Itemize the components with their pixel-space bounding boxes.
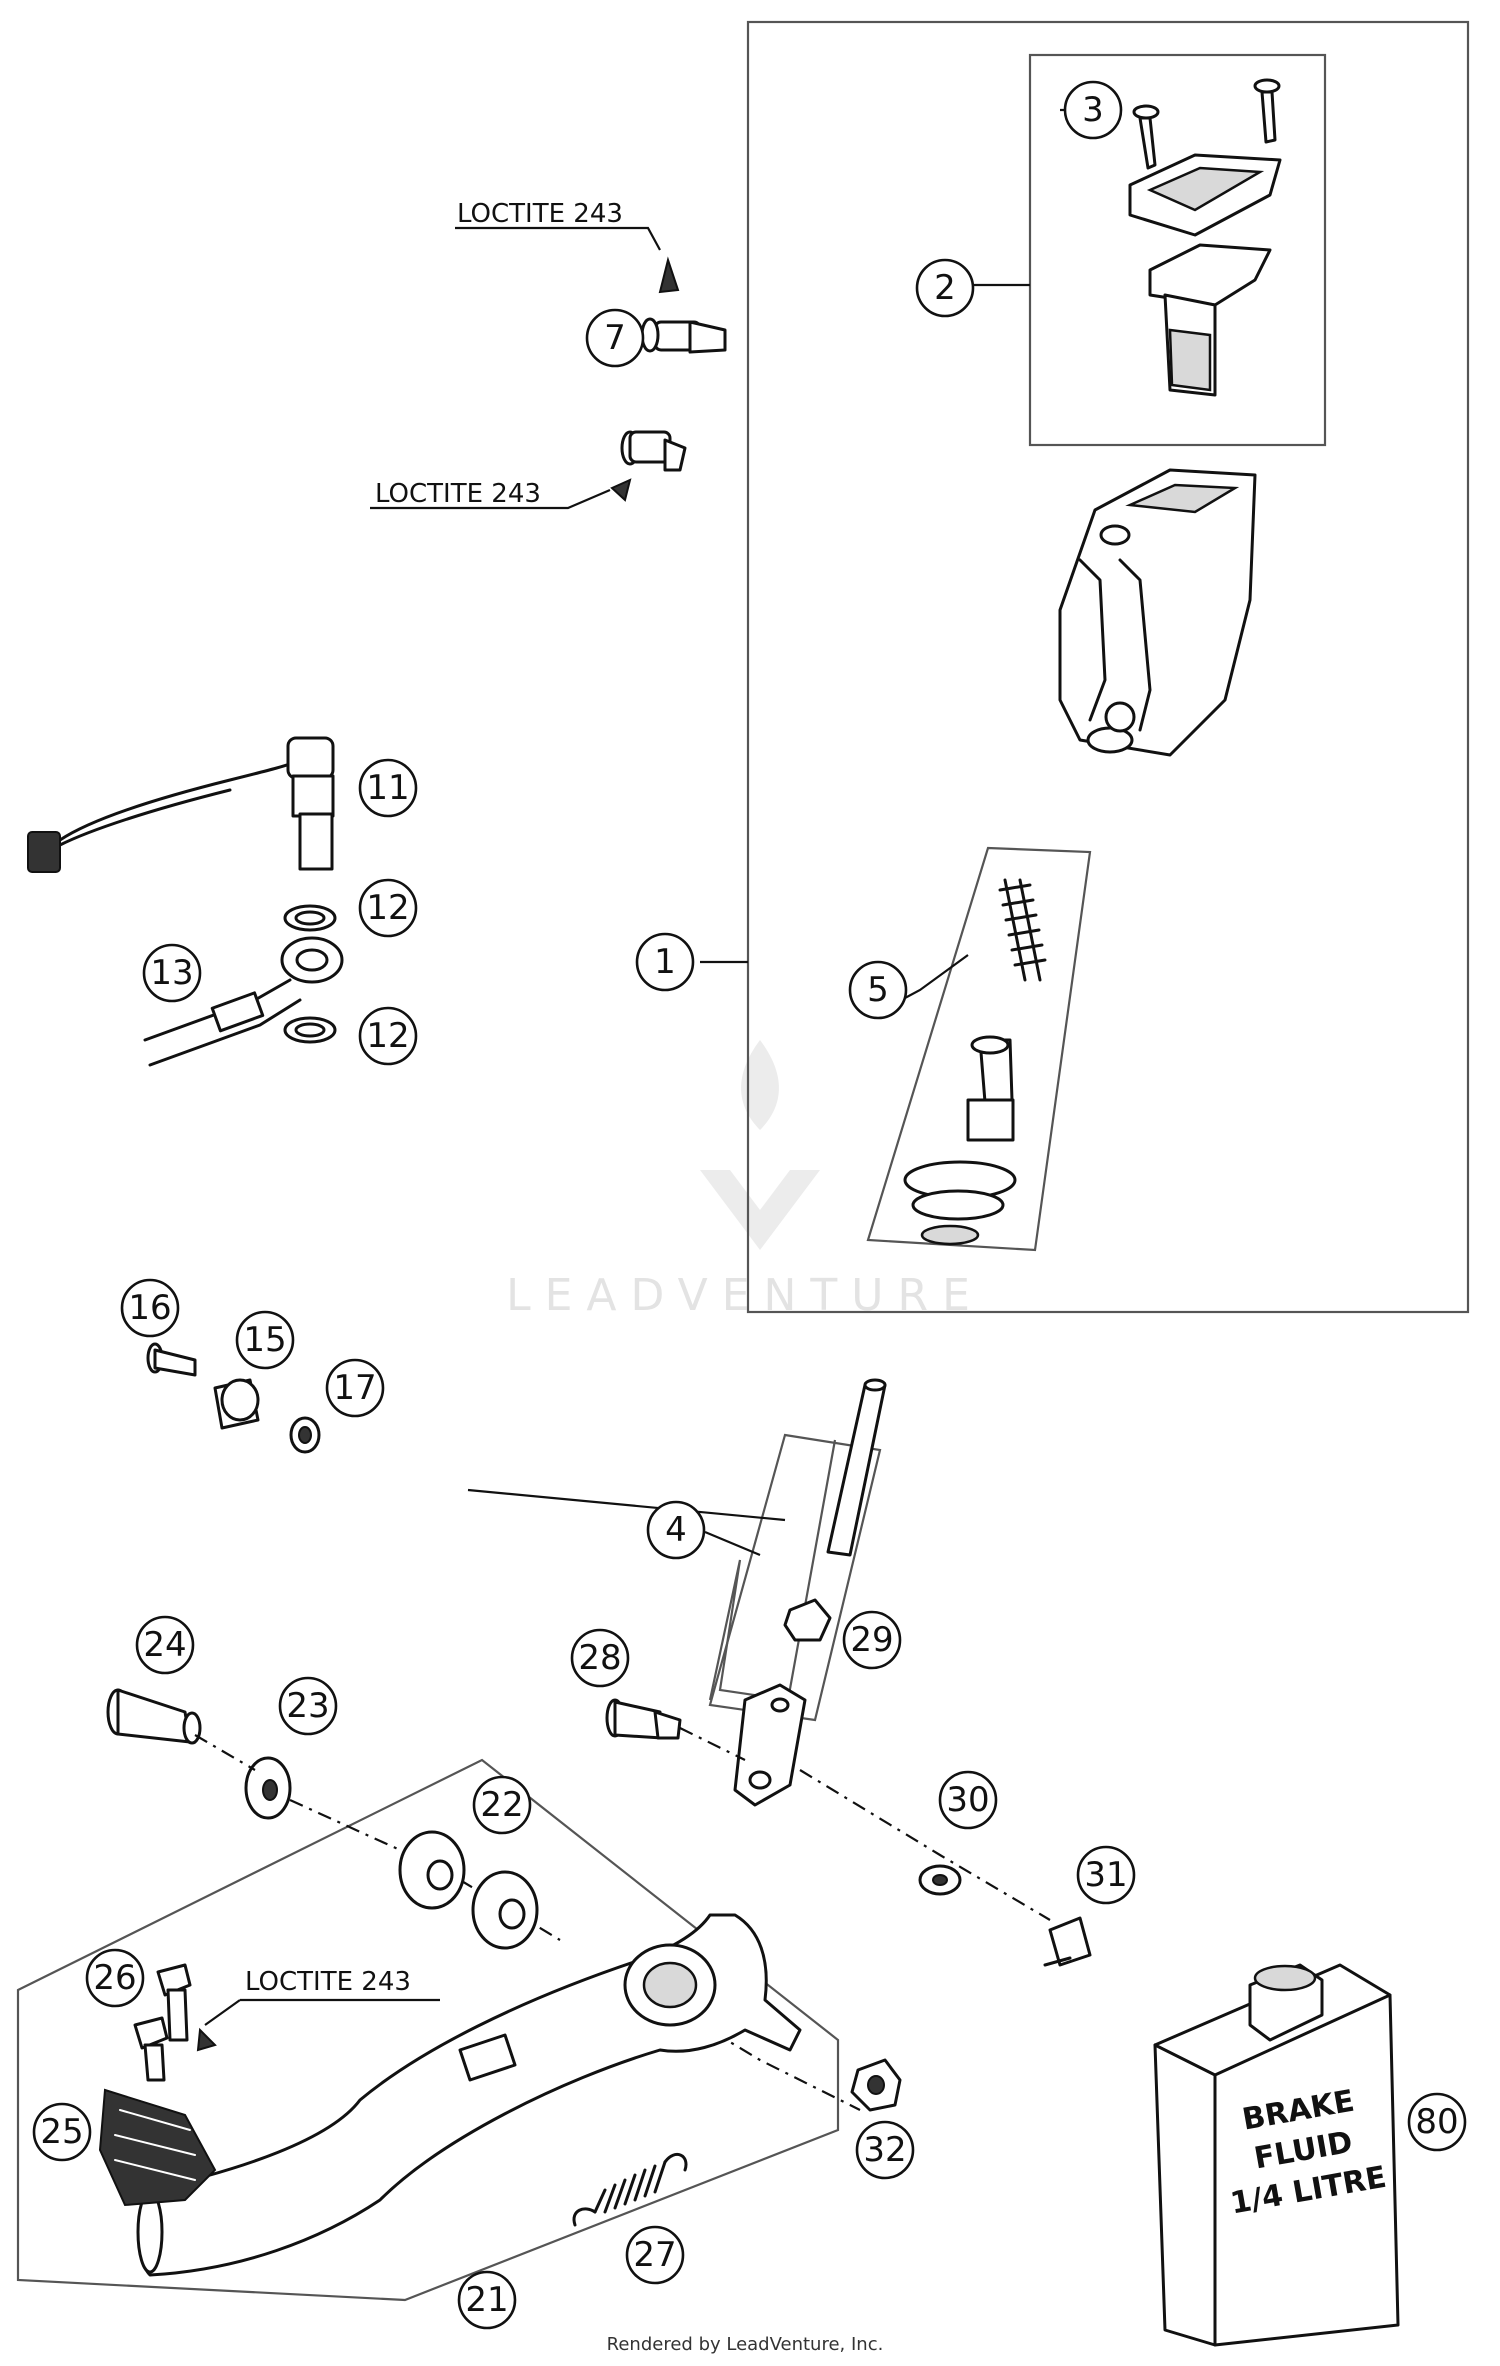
piston-kit-5 bbox=[903, 878, 1047, 1246]
brake-fluid-can-80: BRAKE FLUID 1/4 LITRE bbox=[1153, 1963, 1400, 2347]
svg-text:2: 2 bbox=[934, 268, 956, 308]
leader-lines bbox=[467, 108, 1115, 1557]
svg-text:30: 30 bbox=[946, 1780, 989, 1820]
callout-12-upper[interactable]: 12 bbox=[358, 878, 418, 938]
brake-light-switch-11 bbox=[27, 736, 335, 873]
callout-24[interactable]: 24 bbox=[135, 1615, 195, 1675]
callout-32[interactable]: 32 bbox=[855, 2120, 915, 2180]
svg-text:26: 26 bbox=[93, 1958, 136, 1998]
callout-11[interactable]: 11 bbox=[358, 758, 418, 818]
assembly-frame-2 bbox=[1028, 53, 1327, 447]
callout-17[interactable]: 17 bbox=[325, 1358, 385, 1418]
svg-text:12: 12 bbox=[366, 1016, 409, 1056]
callout-80[interactable]: 80 bbox=[1407, 2092, 1467, 2152]
clevis bbox=[733, 1683, 807, 1807]
svg-text:21: 21 bbox=[465, 2280, 508, 2320]
callout-13[interactable]: 13 bbox=[142, 943, 202, 1003]
bolt-16 bbox=[146, 1342, 197, 1377]
bolts-26 bbox=[133, 1963, 217, 2082]
watermark-flame bbox=[741, 1040, 779, 1130]
svg-text:28: 28 bbox=[578, 1638, 621, 1678]
callout-12-lower[interactable]: 12 bbox=[358, 1006, 418, 1066]
svg-text:80: 80 bbox=[1415, 2102, 1458, 2142]
callout-22[interactable]: 22 bbox=[472, 1775, 532, 1835]
watermark-logo bbox=[700, 1170, 820, 1250]
loctite-top-label: LOCTITE 243 bbox=[457, 199, 623, 229]
assembly-frame-5 bbox=[866, 846, 1092, 1252]
axis-line-pedal bbox=[194, 1734, 861, 2111]
brake-pedal-21 bbox=[136, 1913, 802, 2277]
loctite-mid-label: LOCTITE 243 bbox=[375, 479, 541, 509]
svg-text:4: 4 bbox=[665, 1510, 687, 1550]
callout-5[interactable]: 5 bbox=[848, 960, 908, 1020]
svg-text:16: 16 bbox=[128, 1288, 171, 1328]
svg-text:22: 22 bbox=[480, 1785, 523, 1825]
svg-text:7: 7 bbox=[604, 318, 626, 358]
svg-text:23: 23 bbox=[286, 1686, 329, 1726]
pin-24 bbox=[106, 1688, 202, 1745]
render-credit: Rendered by LeadVenture, Inc. bbox=[607, 2334, 884, 2355]
svg-text:29: 29 bbox=[850, 1620, 893, 1660]
loctite-mid-line bbox=[370, 488, 611, 510]
callout-3[interactable]: 3 bbox=[1063, 80, 1123, 140]
svg-text:25: 25 bbox=[40, 2112, 83, 2152]
callout-4[interactable]: 4 bbox=[646, 1500, 706, 1560]
callout-21[interactable]: 21 bbox=[457, 2270, 517, 2330]
nut-17 bbox=[289, 1416, 321, 1454]
washer-30 bbox=[918, 1864, 962, 1896]
brake-hose-13 bbox=[143, 936, 344, 1067]
master-cylinder-body bbox=[1058, 468, 1257, 757]
svg-text:11: 11 bbox=[366, 768, 409, 808]
callout-30[interactable]: 30 bbox=[938, 1770, 998, 1830]
pushrod-outline-4 bbox=[708, 1433, 882, 1722]
svg-text:24: 24 bbox=[143, 1625, 186, 1665]
spring-27 bbox=[572, 2152, 688, 2227]
axis-line-clevis bbox=[679, 1727, 1051, 1921]
svg-text:1: 1 bbox=[654, 942, 676, 982]
loctite-top-line bbox=[455, 226, 661, 251]
callout-31[interactable]: 31 bbox=[1076, 1845, 1136, 1905]
clip-31 bbox=[1043, 1916, 1092, 1967]
washers-12 bbox=[283, 904, 337, 1044]
bolt-7-upper bbox=[640, 256, 727, 354]
svg-text:15: 15 bbox=[243, 1320, 286, 1360]
screws-3 bbox=[1132, 78, 1281, 170]
callout-29[interactable]: 29 bbox=[842, 1610, 902, 1670]
svg-text:3: 3 bbox=[1082, 90, 1104, 130]
svg-text:32: 32 bbox=[863, 2130, 906, 2170]
callout-28[interactable]: 28 bbox=[570, 1628, 630, 1688]
pedal-step-25 bbox=[98, 2088, 217, 2207]
spacer-15 bbox=[213, 1378, 260, 1430]
bushings-22 bbox=[398, 1830, 539, 1950]
reservoir-cap-2 bbox=[1128, 153, 1282, 397]
pedal-frame-21 bbox=[16, 1758, 840, 2302]
pin-28 bbox=[605, 1698, 682, 1740]
nut-29 bbox=[783, 1598, 832, 1642]
nut-32 bbox=[850, 2058, 902, 2112]
svg-text:31: 31 bbox=[1084, 1855, 1127, 1895]
callout-23[interactable]: 23 bbox=[278, 1676, 338, 1736]
svg-text:12: 12 bbox=[366, 888, 409, 928]
washer-23 bbox=[244, 1756, 292, 1820]
pushrod-4 bbox=[826, 1378, 887, 1557]
callout-2[interactable]: 2 bbox=[915, 258, 975, 318]
svg-text:17: 17 bbox=[333, 1368, 376, 1408]
callout-1[interactable]: 1 bbox=[635, 932, 695, 992]
loctite-lever-line bbox=[204, 1998, 440, 2026]
callout-26[interactable]: 26 bbox=[85, 1948, 145, 2008]
watermark-text: LEADVENTURE bbox=[506, 1270, 984, 1321]
svg-text:13: 13 bbox=[150, 953, 193, 993]
callout-16[interactable]: 16 bbox=[120, 1278, 180, 1338]
assembly-frame-1 bbox=[746, 20, 1470, 1314]
bolt-7-lower bbox=[610, 430, 687, 502]
svg-text:27: 27 bbox=[633, 2235, 676, 2275]
svg-text:5: 5 bbox=[867, 970, 889, 1010]
callout-7[interactable]: 7 bbox=[585, 308, 645, 368]
callout-15[interactable]: 15 bbox=[235, 1310, 295, 1370]
callout-27[interactable]: 27 bbox=[625, 2225, 685, 2285]
loctite-lever-label: LOCTITE 243 bbox=[245, 1967, 411, 1997]
callout-25[interactable]: 25 bbox=[32, 2102, 92, 2162]
